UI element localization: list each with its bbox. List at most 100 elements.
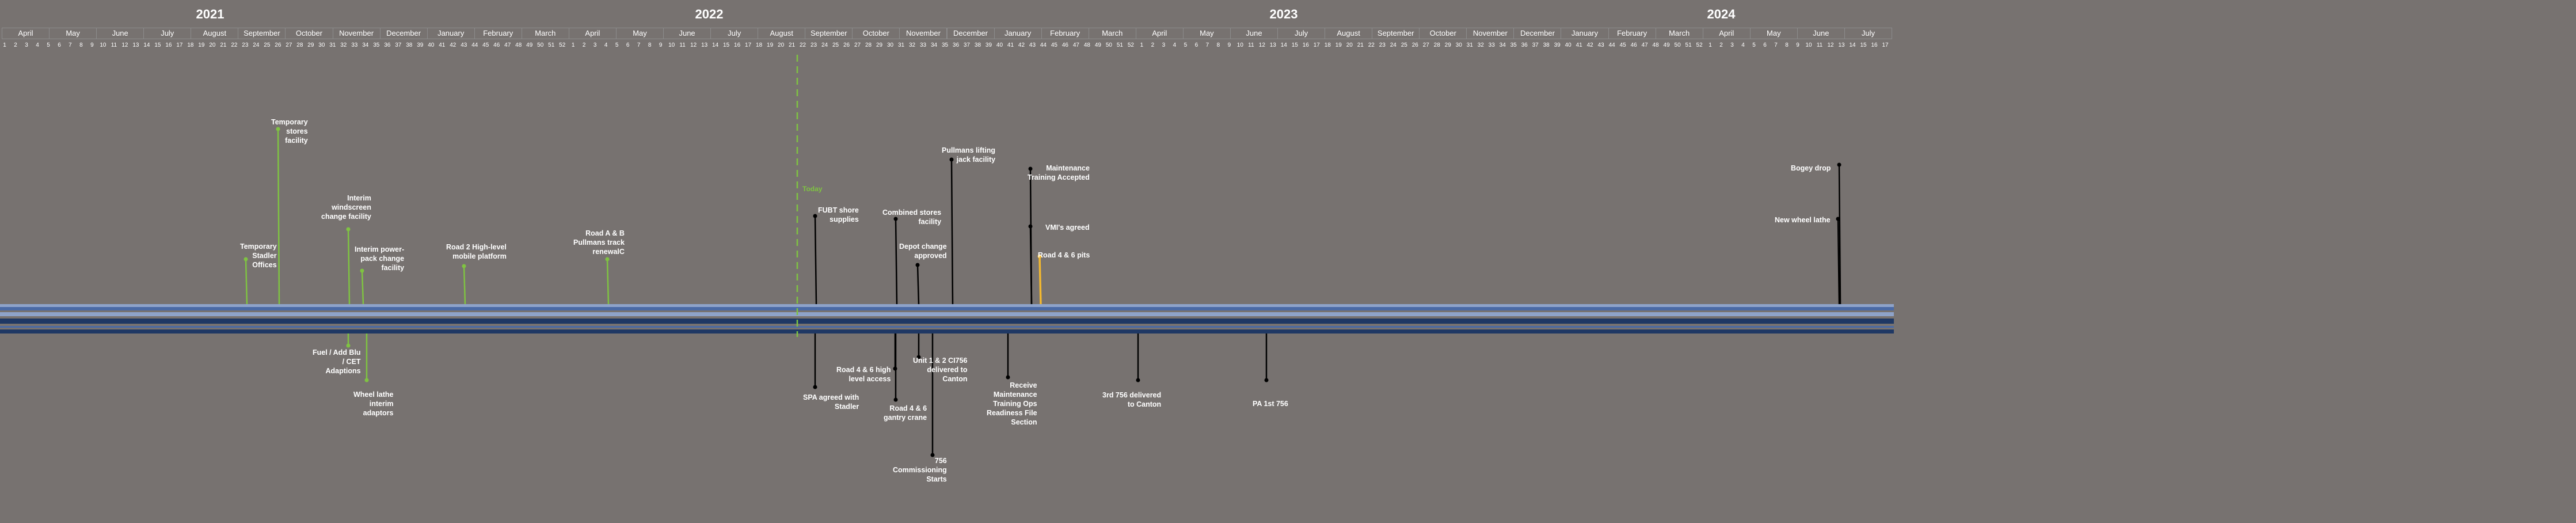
event-marker — [916, 355, 921, 359]
week-number: 49 — [1094, 42, 1101, 48]
month-cell: August — [191, 28, 239, 39]
event-connector — [1838, 164, 1841, 305]
week-number: 6 — [626, 42, 630, 48]
event-label-road2-platform: Road 2 High-level mobile platform — [446, 243, 507, 260]
month-cell: May — [1749, 28, 1798, 39]
event-label-combined-stores: Combined stores facility — [882, 209, 942, 226]
event-marker — [930, 453, 935, 457]
month-cell: May — [1182, 28, 1231, 39]
month-cell: March — [1655, 28, 1703, 39]
week-number: 2 — [14, 42, 17, 48]
timeline-band-bottom — [0, 329, 1894, 333]
event-connector — [950, 159, 954, 305]
timeline-band-middle — [0, 312, 1894, 316]
week-number: 5 — [1752, 42, 1756, 48]
week-number: 24 — [253, 42, 260, 48]
week-number: 9 — [659, 42, 663, 48]
month-cell: September — [1372, 28, 1420, 39]
week-number: 24 — [821, 42, 828, 48]
week-number: 35 — [941, 42, 949, 48]
event-marker — [1837, 162, 1841, 167]
event-label-fuel-add-blu: Fuel / Add Blu / CET Adaptions — [313, 348, 361, 375]
week-number: 12 — [1827, 42, 1834, 48]
week-number: 26 — [275, 42, 281, 48]
week-number: 41 — [1576, 42, 1582, 48]
week-number: 35 — [373, 42, 380, 48]
month-cell: April — [1702, 28, 1751, 39]
week-number: 43 — [461, 42, 467, 48]
week-number: 1 — [3, 42, 6, 48]
event-label-road-46-gantry: Road 4 & 6 gantry crane — [884, 404, 927, 422]
month-cell: June — [1797, 28, 1845, 39]
month-cell: April — [2, 28, 50, 39]
event-connector — [1029, 226, 1033, 305]
event-marker — [949, 157, 954, 162]
week-number: 23 — [1379, 42, 1386, 48]
week-number: 38 — [406, 42, 413, 48]
event-label-pa-1st-756: PA 1st 756 — [1253, 400, 1288, 408]
week-number: 20 — [778, 42, 785, 48]
week-number: 5 — [1184, 42, 1188, 48]
today-label: Today — [802, 185, 823, 193]
week-number: 27 — [1422, 42, 1429, 48]
month-cell: September — [238, 28, 286, 39]
event-marker — [915, 263, 920, 267]
timeline-band-dark — [0, 319, 1894, 324]
week-number: 10 — [1236, 42, 1243, 48]
month-cell: February — [1608, 28, 1656, 39]
event-label-interim-windscreen: Interim windscreen change facility — [321, 194, 371, 221]
week-number: 4 — [1173, 42, 1177, 48]
week-number: 16 — [165, 42, 172, 48]
event-marker — [893, 217, 898, 221]
week-number: 46 — [493, 42, 500, 48]
event-label-road-46-high-level: Road 4 & 6 high level access — [836, 366, 891, 383]
week-number: 32 — [1477, 42, 1484, 48]
week-number: 39 — [1554, 42, 1561, 48]
event-connector — [1038, 256, 1042, 305]
event-marker — [346, 227, 351, 232]
week-number: 15 — [1291, 42, 1298, 48]
month-cell: December — [946, 28, 995, 39]
week-number: 14 — [1849, 42, 1856, 48]
week-number: 26 — [843, 42, 850, 48]
week-number: 14 — [712, 42, 719, 48]
week-number: 30 — [886, 42, 894, 48]
week-number: 13 — [132, 42, 139, 48]
week-number: 9 — [90, 42, 94, 48]
week-number: 33 — [351, 42, 358, 48]
week-number: 20 — [209, 42, 216, 48]
week-number: 15 — [1860, 42, 1867, 48]
month-cell: March — [1088, 28, 1136, 39]
week-number: 11 — [1248, 42, 1254, 48]
week-number: 10 — [1805, 42, 1812, 48]
week-number: 51 — [548, 42, 555, 48]
week-number: 33 — [919, 42, 927, 48]
week-number: 51 — [1116, 42, 1123, 48]
event-marker — [1264, 378, 1269, 382]
event-marker — [360, 268, 364, 273]
week-number: 7 — [1774, 42, 1778, 48]
week-number: 37 — [963, 42, 971, 48]
event-marker — [276, 127, 280, 131]
week-number: 25 — [264, 42, 271, 48]
week-number: 3 — [25, 42, 28, 48]
year-label: 2023 — [1269, 7, 1298, 21]
week-number: 6 — [58, 42, 61, 48]
week-number: 12 — [690, 42, 697, 48]
event-connector — [277, 128, 280, 305]
event-label-new-wheel-lathe: New wheel lathe — [1775, 216, 1831, 224]
week-number: 31 — [329, 42, 336, 48]
event-label-commissioning-starts: 756 Commissioning Starts — [893, 457, 947, 483]
event-marker — [1006, 375, 1010, 380]
week-number: 31 — [897, 42, 905, 48]
week-number: 28 — [1433, 42, 1440, 48]
month-cell: April — [1135, 28, 1184, 39]
event-marker — [893, 397, 898, 402]
week-number: 42 — [450, 42, 456, 48]
month-cell: April — [568, 28, 617, 39]
week-number: 19 — [1335, 42, 1342, 48]
week-number: 14 — [143, 42, 150, 48]
event-connector — [463, 266, 466, 305]
